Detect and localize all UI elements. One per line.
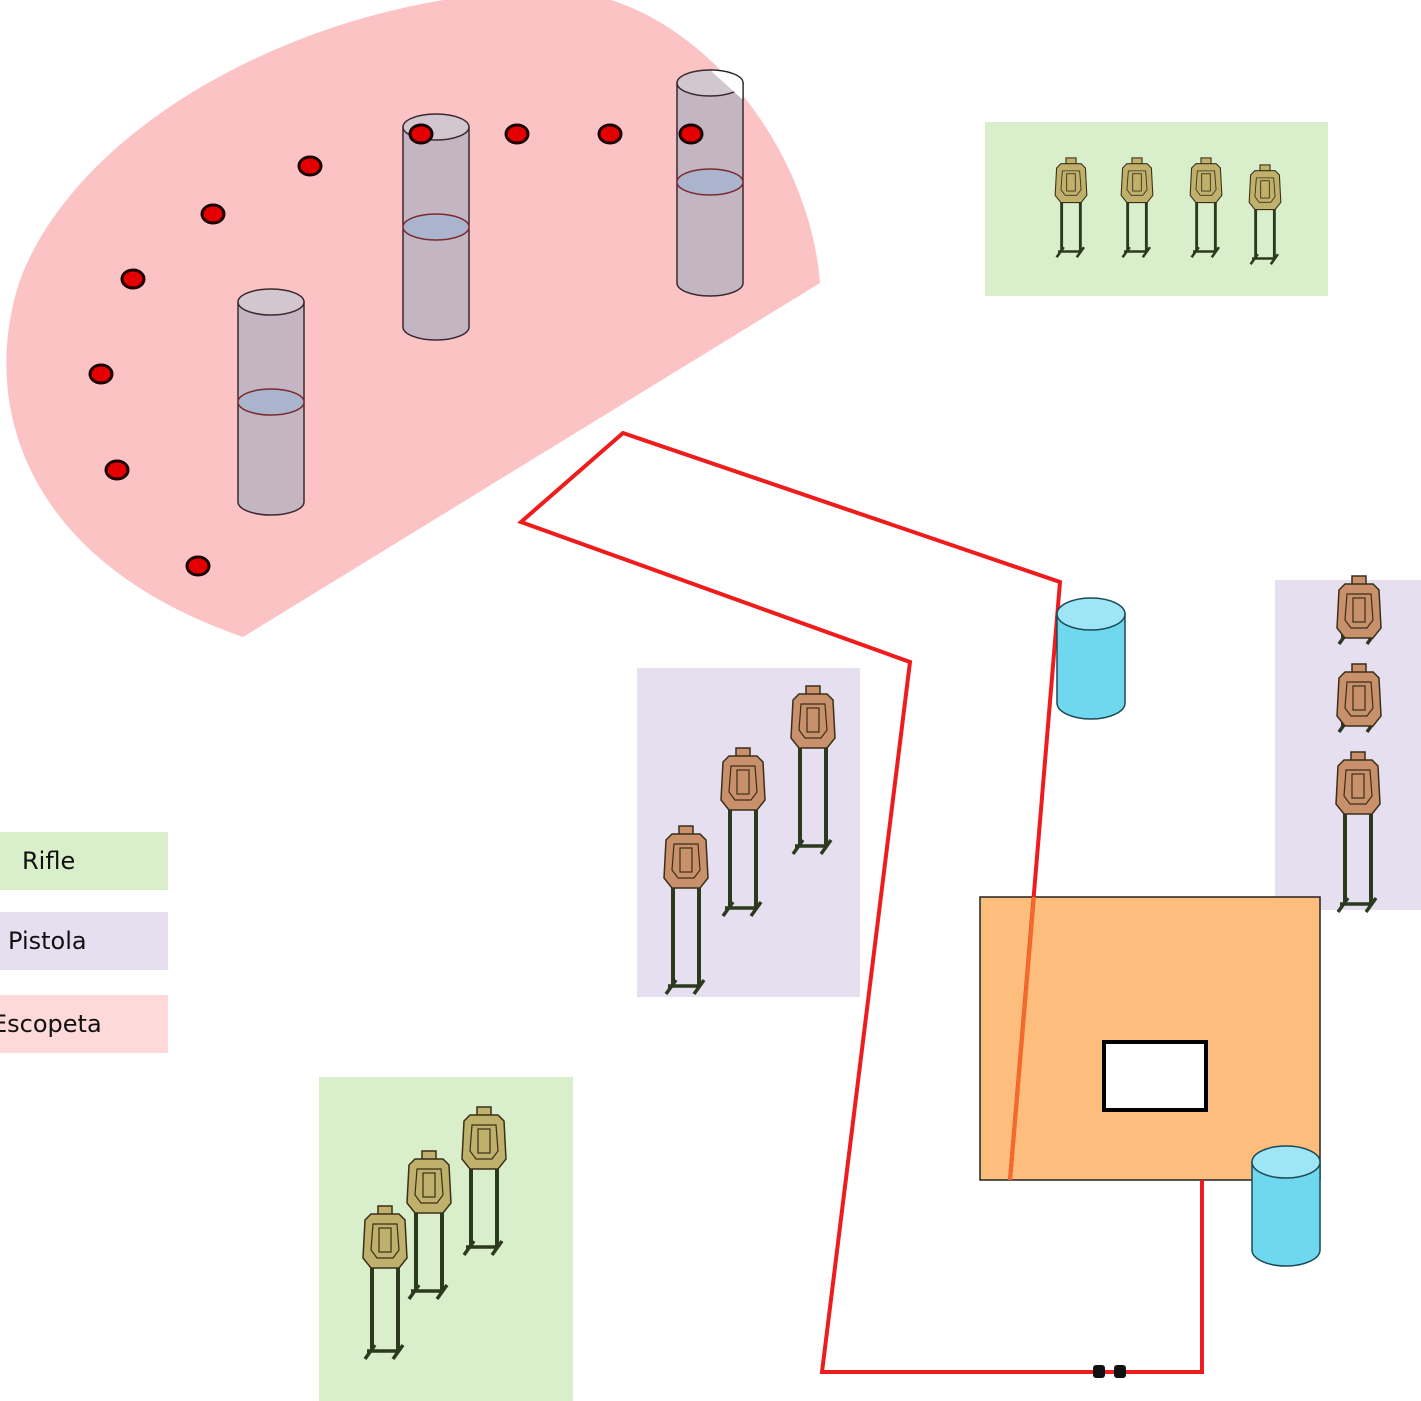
steel-plate-icon [597,123,623,145]
barrel-icon [1251,1145,1321,1267]
steel-plates [88,123,704,577]
legend-escopeta: Escopeta [0,995,168,1053]
silhouette-target-icon [461,1106,507,1257]
steel-plate-icon [185,555,211,577]
barrel-icon [1056,597,1126,720]
silhouette-target-icon [1189,157,1223,259]
silhouette-target-icon [1335,751,1381,914]
fault-line [517,430,1204,1374]
steel-plate-icon [408,123,434,145]
tube-cap-outline [709,69,744,100]
shooting-box [979,896,1321,1181]
rifle-zone-bottom [319,1077,573,1401]
rifle-targets-bottom [362,1106,507,1361]
legend-pistola: Pistola [0,912,168,970]
pistol-targets-right [1335,575,1382,914]
silhouette-target-icon [790,685,836,856]
silhouette-target-icon [663,825,709,996]
rifle-zone-top [985,122,1328,296]
silhouette-target-icon [1120,157,1154,259]
legend-pistola-label: Pistola [8,927,87,955]
steel-plate-icon [88,363,114,385]
steel-plate-icon [104,459,130,481]
silhouette-target-icon [362,1205,408,1361]
steel-plate-icon [504,123,530,145]
legend-rifle-label: Rifle [22,847,76,875]
fault-line-inside-box [1008,896,1036,1181]
pistol-targets-middle [663,685,836,996]
start-marker-icon [1114,1365,1126,1378]
clay-tube-icon [402,113,470,341]
rifle-targets-top [1054,157,1282,266]
silhouette-target-icon [406,1150,452,1301]
start-marker-icon [1093,1365,1105,1378]
steel-plate-icon [678,123,704,145]
legend-escopeta-label: Escopeta [0,1010,102,1038]
shooting-box-window [1102,1040,1208,1112]
steel-plate-icon [200,203,226,225]
silhouette-target-icon [1054,157,1088,259]
clay-tube-icon [237,288,305,516]
legend-rifle: Rifle [0,832,168,890]
clay-tube-icon [676,69,744,297]
silhouette-target-icon [1248,164,1282,266]
steel-plate-icon [120,268,146,290]
steel-plate-icon [297,155,323,177]
silhouette-target-icon [1336,575,1382,646]
silhouette-target-icon [1336,663,1382,734]
silhouette-target-icon [720,747,766,918]
